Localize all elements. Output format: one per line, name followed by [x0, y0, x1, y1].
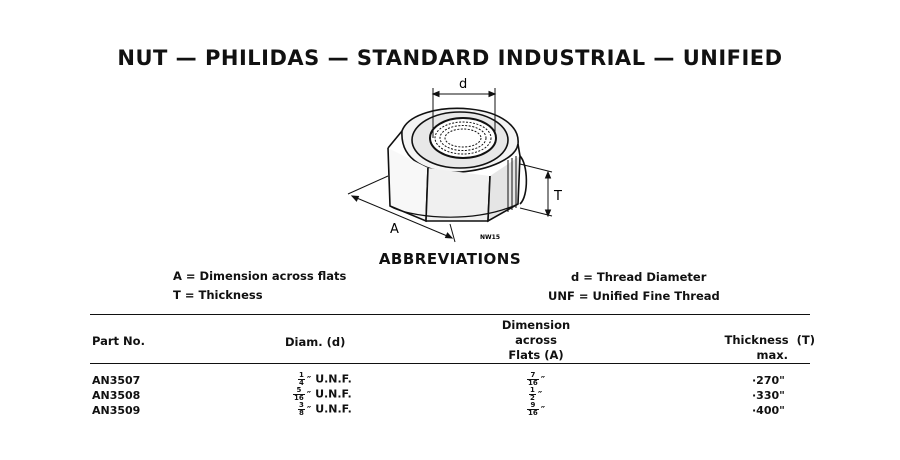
abbreviations-heading: ABBREVIATIONS [378, 250, 522, 268]
fraction-num: 7 [527, 372, 539, 380]
fraction-num: 5 [293, 387, 305, 395]
table-header-rule [90, 363, 810, 364]
diam-unit: U.N.F. [315, 402, 352, 416]
diam-unit: U.N.F. [315, 372, 352, 386]
header-dimension: Dimension across Flats (A) [490, 318, 582, 363]
abbr-d: d = Thread Diameter [571, 270, 707, 284]
cell-thickness: ·270" [752, 374, 785, 387]
header-part-no: Part No. [92, 334, 145, 348]
cell-part-no: AN3508 [92, 389, 141, 402]
fraction-den: 16 [528, 409, 538, 417]
nut-diagram: d T A NW15 [347, 77, 562, 243]
cell-thickness: ·330" [752, 389, 785, 402]
fraction-den: 8 [299, 409, 304, 417]
diam-unit: U.N.F. [315, 387, 352, 401]
dimension-a-lines [347, 175, 456, 243]
fraction-den: 16 [294, 394, 304, 402]
page-title: NUT — PHILIDAS — STANDARD INDUSTRIAL — U… [117, 46, 783, 70]
header-dimension-line3: Flats (A) [508, 348, 564, 362]
cell-thickness: ·400" [752, 404, 785, 417]
fraction-num: 3 [298, 401, 305, 410]
header-dimension-line1: Dimension [501, 318, 571, 332]
fraction-den: 4 [299, 379, 304, 387]
fraction-den: 2 [530, 394, 535, 402]
fraction-num: 9 [527, 402, 539, 410]
dimension-d-lines [431, 88, 497, 138]
cell-part-no: AN3507 [92, 374, 141, 387]
table-top-rule [90, 314, 810, 315]
label-a: A [390, 222, 399, 237]
header-dimension-line2: across [515, 333, 557, 347]
label-d: d [459, 77, 467, 92]
header-thickness-line2: max. [756, 348, 788, 362]
header-thickness: Thickness (T) max. [690, 333, 815, 363]
cell-part-no: AN3509 [92, 404, 141, 417]
drawing-code: NW15 [480, 234, 500, 241]
abbr-a: A = Dimension across flats [173, 269, 347, 283]
fraction-num: 1 [529, 386, 536, 395]
dimension-t-lines [519, 163, 553, 218]
nut-illustration-icon [387, 107, 528, 223]
header-thickness-line1: Thickness (T) [724, 333, 815, 347]
label-t: T [553, 189, 562, 204]
abbr-t: T = Thickness [173, 288, 263, 302]
header-diam: Diam. (d) [285, 335, 346, 349]
fraction-num: 1 [298, 371, 305, 380]
fraction-den: 16 [528, 379, 538, 387]
abbr-unf: UNF = Unified Fine Thread [548, 289, 720, 303]
